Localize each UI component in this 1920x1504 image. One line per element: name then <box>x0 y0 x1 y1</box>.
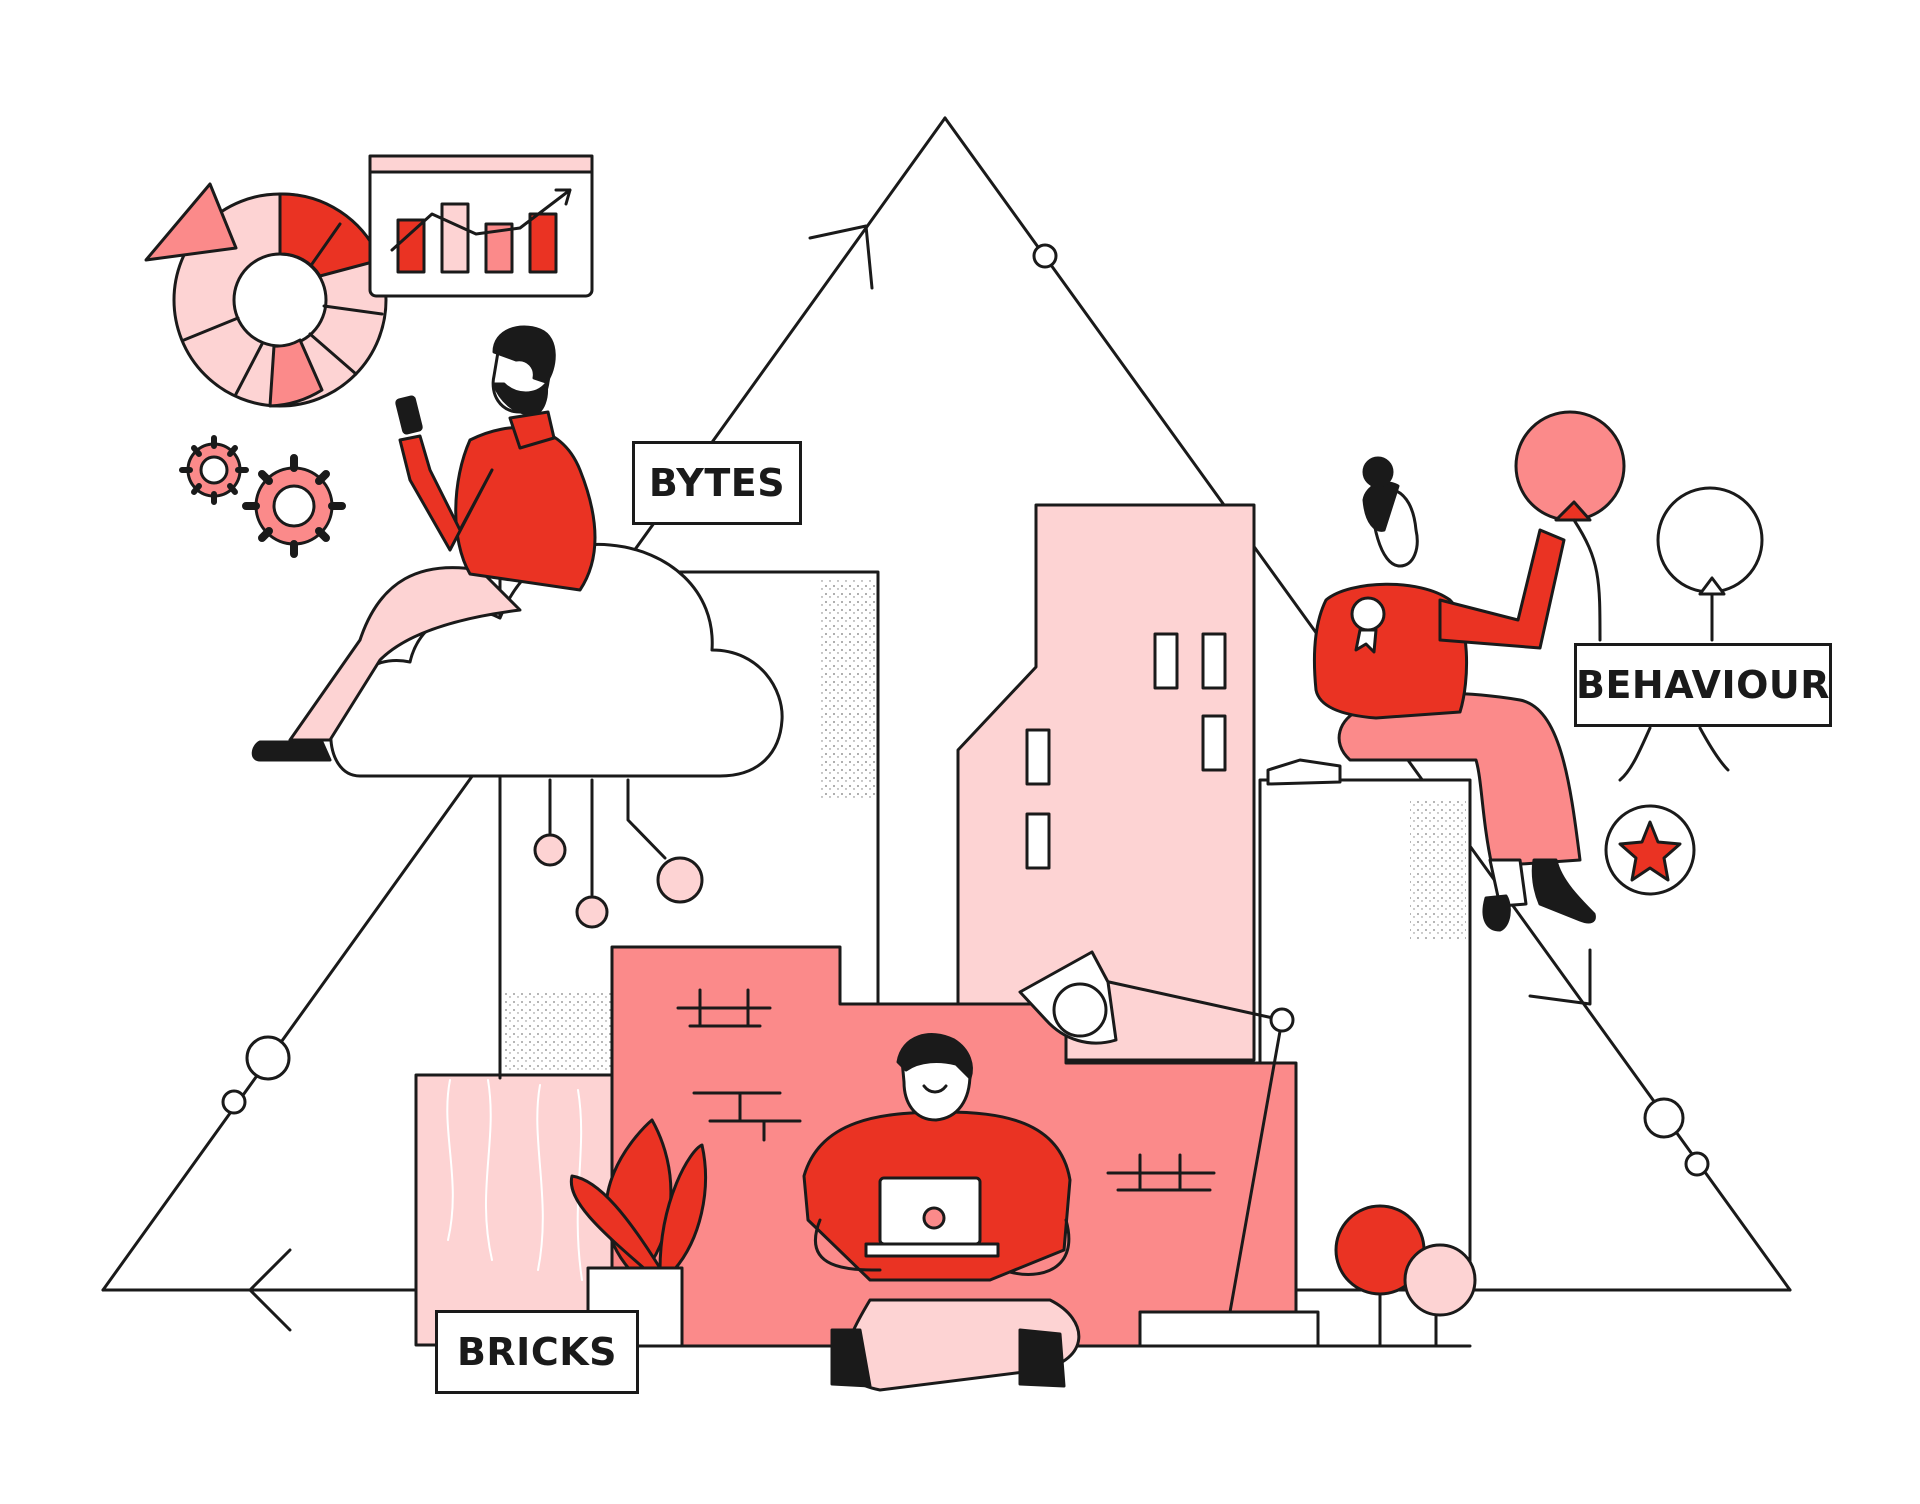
gear-icon <box>179 435 346 558</box>
wood-panel <box>414 1073 614 1347</box>
man-with-laptop <box>802 1033 1081 1392</box>
node-circle <box>245 1035 291 1081</box>
balloon-icon <box>1514 410 1764 782</box>
behaviour-label: BEHAVIOUR <box>1574 643 1832 727</box>
arrow-up-left-icon <box>808 224 874 290</box>
bricks-label: BRICKS <box>435 1310 639 1394</box>
node-circle <box>1032 243 1058 269</box>
desk-lamp-icon <box>1018 950 1320 1348</box>
node-circle <box>221 1089 247 1115</box>
pink-tower <box>956 503 1256 1062</box>
arrow-down-right-icon <box>1528 948 1592 1006</box>
node-circle <box>1643 1097 1685 1139</box>
bar-chart-icon <box>368 154 594 298</box>
tree-icon <box>1334 1204 1477 1348</box>
node-circle <box>1684 1151 1710 1177</box>
star-badge-icon <box>1604 804 1696 896</box>
donut-chart-icon <box>144 182 388 408</box>
plant-icon <box>569 1118 707 1348</box>
man-with-phone <box>251 325 597 762</box>
arrow-left-icon <box>248 1248 292 1332</box>
woman-with-balloon <box>1266 456 1596 932</box>
bytes-label: BYTES <box>632 441 802 525</box>
